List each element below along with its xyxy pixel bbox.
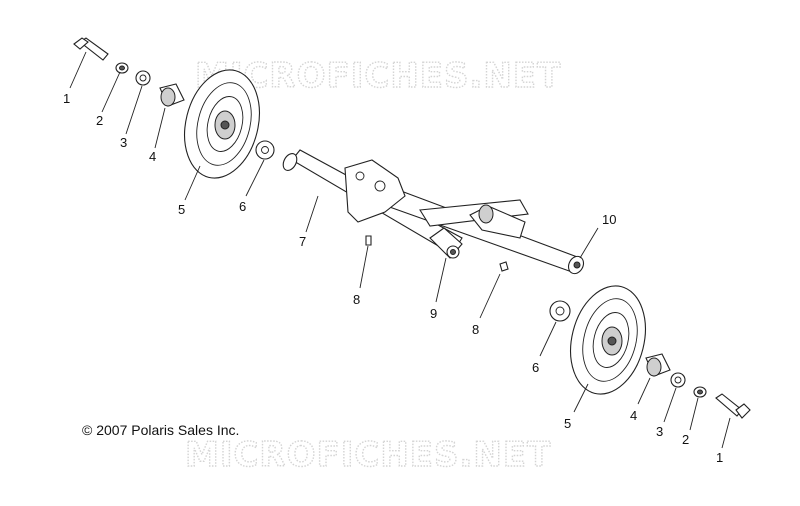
washer-right-6 xyxy=(549,300,571,322)
callout-8-right: 8 xyxy=(472,322,479,337)
watermark-bottom: MICROFICHES.NET xyxy=(185,435,551,475)
washer-left-3 xyxy=(135,70,151,86)
wheel-left xyxy=(184,69,260,179)
callout-1-right: 1 xyxy=(716,450,723,465)
right-wheel-group xyxy=(549,285,751,419)
callout-8-left: 8 xyxy=(353,292,360,307)
bolt-left xyxy=(73,37,109,61)
callout-4-left: 4 xyxy=(149,149,156,164)
callout-7: 7 xyxy=(299,234,306,249)
left-wheel-group xyxy=(73,37,275,179)
bolt-right xyxy=(715,393,751,419)
callout-9: 9 xyxy=(430,306,437,321)
copyright-notice: © 2007 Polaris Sales Inc. xyxy=(82,422,239,438)
callouts: 1 2 3 4 5 6 7 8 9 8 10 6 5 4 3 2 1 xyxy=(63,91,723,465)
leader-lines xyxy=(69,51,731,449)
washer-left-6 xyxy=(255,140,275,160)
spacer-right xyxy=(645,353,671,377)
axle-arm-assembly xyxy=(282,149,585,275)
callout-10: 10 xyxy=(602,212,616,227)
wheel-right xyxy=(570,285,646,395)
callout-2-right: 2 xyxy=(682,432,689,447)
callout-5-left: 5 xyxy=(178,202,185,217)
callout-2-left: 2 xyxy=(96,113,103,128)
spacer-left xyxy=(159,83,185,107)
washer-right-3 xyxy=(670,372,686,388)
callout-6-right: 6 xyxy=(532,360,539,375)
callout-3-right: 3 xyxy=(656,424,663,439)
callout-3-left: 3 xyxy=(120,135,127,150)
callout-1-left: 1 xyxy=(63,91,70,106)
callout-4-right: 4 xyxy=(630,408,637,423)
callout-5-right: 5 xyxy=(564,416,571,431)
callout-6-left: 6 xyxy=(239,199,246,214)
